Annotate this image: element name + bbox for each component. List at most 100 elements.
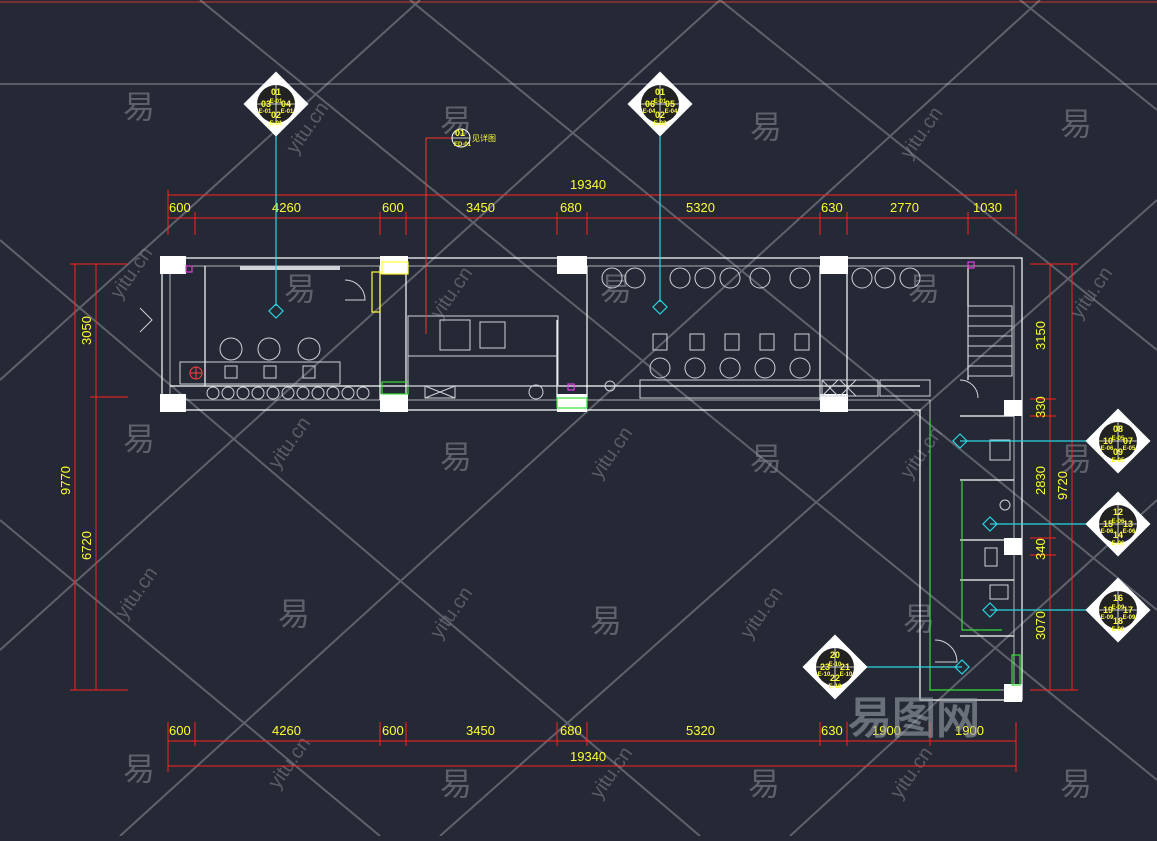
elevation-tag-right: 07: [1123, 436, 1133, 446]
dim-text: 1030: [973, 200, 1002, 215]
elevation-tag-code: E-06: [1101, 529, 1114, 535]
elevation-tag-code: E-04: [643, 109, 656, 115]
watermark-glyph: 易: [440, 103, 472, 139]
dim-text: 3050: [79, 316, 94, 345]
watermark-glyphs: 易 易 易 易 易 易 易 易 易 易 易 易 易 易 易 易 易 易: [123, 89, 1092, 802]
elevation-tag-top: 01: [271, 87, 281, 97]
dim-text: 600: [382, 200, 404, 215]
elevation-tag-code: E-10: [829, 662, 842, 668]
top-total-dim: 19340: [570, 177, 606, 192]
dim-text: 600: [169, 200, 191, 215]
elevation-tag-code: E-04: [665, 109, 678, 115]
dim-text: 5320: [686, 200, 715, 215]
dim-text: 1900: [955, 723, 984, 738]
watermark-glyph: 易: [284, 271, 316, 307]
watermark-glyph: 易: [750, 109, 782, 145]
watermark-glyph: 易: [590, 603, 622, 639]
dim-text: 680: [560, 200, 582, 215]
watermark-glyph: 易: [440, 766, 472, 802]
dim-text: 6720: [79, 531, 94, 560]
watermark-glyph: 易: [278, 596, 310, 632]
detail-tag-note: 见详图: [472, 133, 496, 143]
watermark-glyph: 易: [748, 766, 780, 802]
elevation-tag-top: 16: [1113, 593, 1123, 603]
dim-text: 630: [821, 200, 843, 215]
watermark-glyph: 易: [908, 271, 940, 307]
accent-marks: [185, 261, 1021, 691]
bottom-segment-dims: 600 4260 600 3450 680 5320 630 1900 1900: [169, 723, 984, 738]
elevation-tag-left: 10: [1103, 436, 1113, 446]
elevation-tag-code: E-05: [1112, 458, 1125, 464]
elevation-tag-code: E-06: [1112, 541, 1125, 547]
watermark-logo: 易图网: [848, 694, 980, 743]
elevation-tag-code: E-06: [1112, 519, 1125, 525]
right-dim-texts: 3150 330 2830 340 3070 9720: [1033, 321, 1070, 640]
elevation-tag-right: 13: [1123, 519, 1133, 529]
left-dimensions: [70, 263, 128, 691]
elevation-tag-bottom: 09: [1113, 447, 1123, 457]
elevation-tag-left: 15: [1103, 519, 1113, 529]
elevation-tag-bottom: 18: [1113, 616, 1123, 626]
elevation-tag-right: 04: [281, 99, 291, 109]
elevation-tag-code: E-01: [270, 99, 283, 105]
elevation-tag-code: E-10: [818, 672, 831, 678]
dim-text: 1900: [872, 723, 901, 738]
dim-text: 2770: [890, 200, 919, 215]
elevation-tag-code: E-09: [1112, 605, 1125, 611]
elevation-tag-bottom: 14: [1113, 530, 1123, 540]
leader-lines: [268, 134, 1090, 675]
top-dimensions: [167, 190, 1017, 235]
elevation-tag-code: E-10: [829, 684, 842, 690]
elevation-tag-left: 06: [645, 99, 655, 109]
elevation-tag-code: E-10: [840, 672, 853, 678]
watermark-glyph: 易: [440, 439, 472, 475]
elevation-tag-left: 23: [820, 662, 830, 672]
elevation-tag-top: 08: [1113, 424, 1123, 434]
dim-text: 3450: [466, 200, 495, 215]
elevation-tag-top: 01: [655, 87, 665, 97]
elevation-tag-code: E-01: [281, 109, 294, 115]
watermark-glyph: 易: [123, 751, 155, 787]
elevation-tag-code: E-02: [654, 121, 667, 127]
bottom-dimensions: [167, 722, 1017, 772]
watermark-glyph: 易: [1060, 106, 1092, 142]
right-dimensions: [1030, 263, 1078, 691]
dim-text: 4260: [272, 200, 301, 215]
elevation-tag-right: 21: [840, 662, 850, 672]
elevation-tag-code: E-09: [1101, 615, 1114, 621]
elevation-tag-bottom: 02: [271, 110, 281, 120]
elevation-tag-left: 19: [1103, 605, 1113, 615]
elevation-tag-bottom: 02: [655, 110, 665, 120]
watermark-glyph: 易: [600, 271, 632, 307]
elevation-tag-code: E-05: [1112, 436, 1125, 442]
dim-text: 9720: [1055, 471, 1070, 500]
dim-text: 5320: [686, 723, 715, 738]
elevation-tag-right: 05: [665, 99, 675, 109]
detail-tag-sheet: ED-01: [454, 142, 472, 148]
elevation-tag-code: E-01: [654, 99, 667, 105]
dim-text: 630: [821, 723, 843, 738]
elevation-tag-code: E-05: [1123, 446, 1136, 452]
top-segment-dims: 600 4260 600 3450 680 5320 630 2770 1030: [169, 200, 1002, 215]
detail-tag-number: 01: [455, 128, 465, 138]
dim-text: 3450: [466, 723, 495, 738]
furniture: [139, 266, 1013, 663]
watermark-glyph: 易: [1060, 441, 1092, 477]
dim-text: 680: [560, 723, 582, 738]
dim-text: 600: [382, 723, 404, 738]
dim-text: 19340: [570, 749, 606, 764]
elevation-tag-bottom: 22: [830, 673, 840, 683]
elevation-tag-left: 03: [261, 99, 271, 109]
dim-text: 330: [1033, 396, 1048, 418]
elevation-tag-code: E-09: [1112, 627, 1125, 633]
elevation-tag-code: E-06: [1101, 446, 1114, 452]
